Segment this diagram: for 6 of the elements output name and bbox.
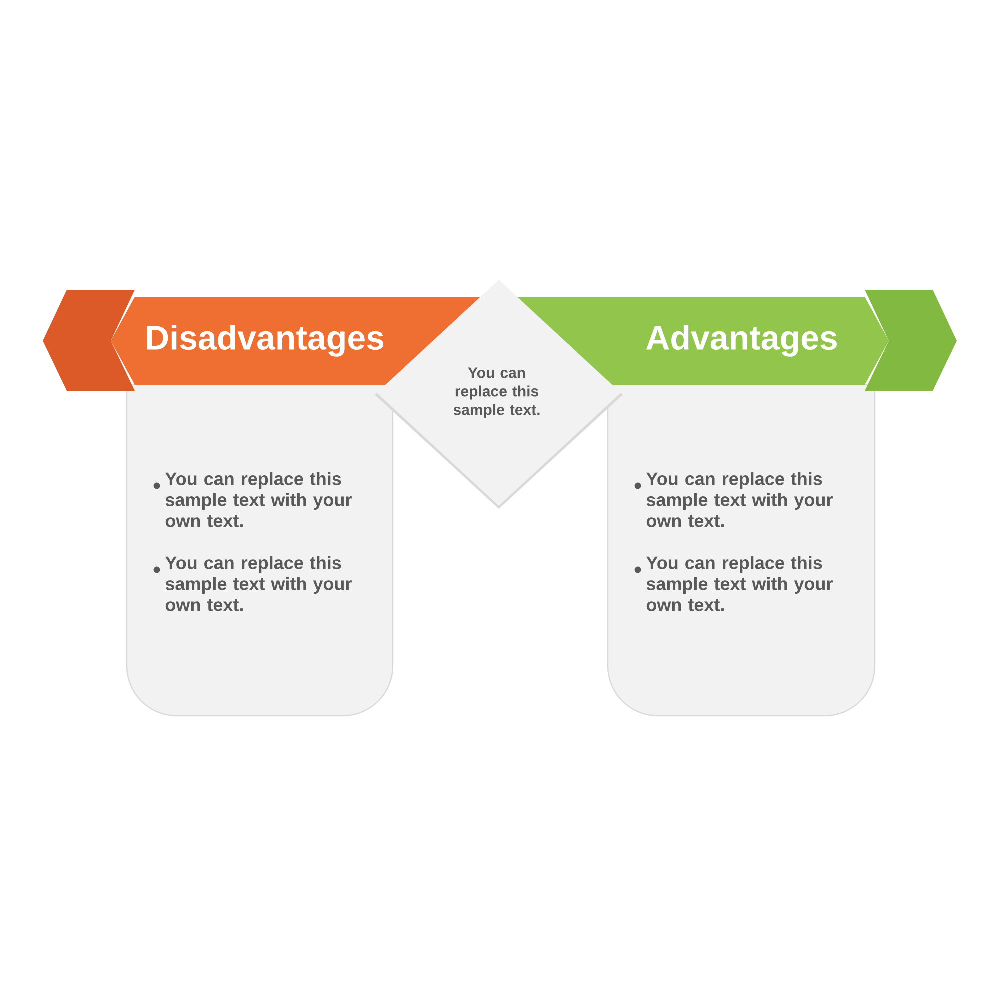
bullet-text: You can replace this sample text with your own text. — [166, 556, 352, 612]
card-background — [126, 384, 394, 717]
bullet-text: You can replace this sample text with your own text. — [646, 472, 833, 528]
card-background — [607, 384, 876, 717]
bullet-text: You can replace this sample text with your own text. — [166, 472, 352, 528]
bullet-text: You can replace this sample text with your own text. — [646, 556, 833, 612]
